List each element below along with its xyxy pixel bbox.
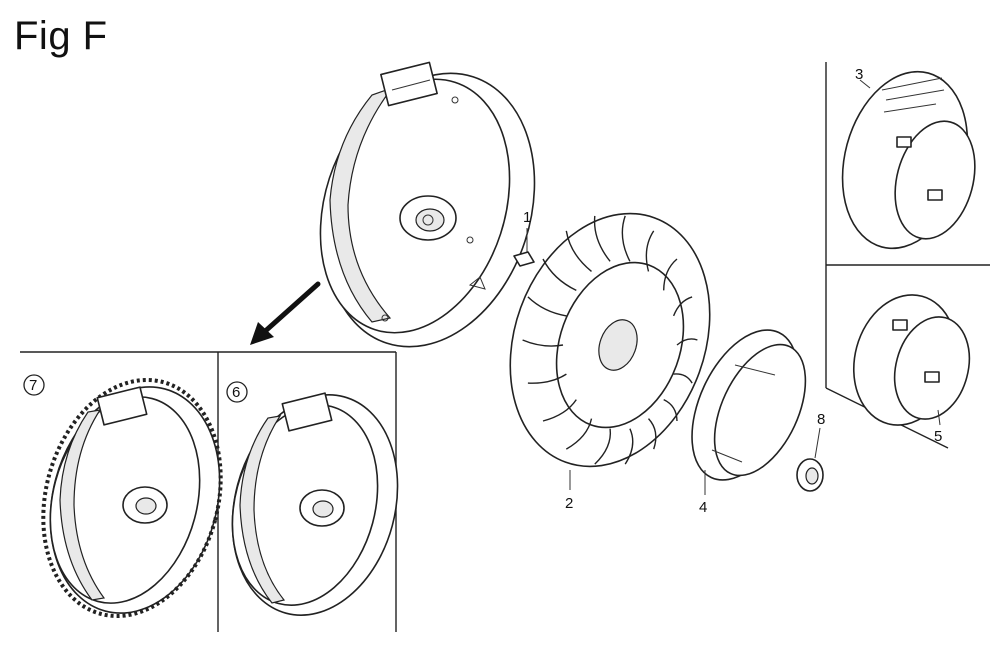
callout-7-badge: 7: [23, 374, 45, 396]
fan-blade: [663, 398, 678, 422]
fan-blade: [542, 258, 577, 292]
callout-2: 2: [565, 495, 573, 512]
fan-blade: [593, 215, 611, 262]
callout-5: 5: [934, 428, 942, 445]
direction-arrow: [250, 281, 321, 345]
starter-cup: [852, 294, 971, 426]
fan-blade: [565, 230, 592, 272]
fan-blade: [624, 428, 634, 465]
callout-1: 1: [523, 209, 531, 226]
flywheel-main: [319, 61, 536, 348]
callout-6: 6: [232, 384, 240, 401]
fan-blade: [527, 296, 567, 317]
flywheel-with-ring-gear: [41, 377, 223, 619]
fan-blade: [676, 338, 698, 346]
woodruff-key: [513, 228, 535, 267]
fan-blade: [673, 373, 693, 384]
flywheel-alt: [231, 392, 399, 616]
fan-blade: [565, 418, 593, 450]
figure-title: Fig F: [14, 14, 108, 58]
callout-8: 8: [817, 411, 825, 428]
cooling-fan: [509, 212, 711, 490]
fan-blade: [594, 428, 612, 465]
fan-blade: [527, 373, 567, 384]
fan-blade: [621, 215, 631, 262]
fan-blade: [663, 258, 678, 291]
flywheel-nut: [796, 427, 824, 492]
fan-blade: [647, 418, 657, 450]
callout-4: 4: [699, 499, 707, 516]
fan-blade: [522, 339, 564, 347]
callout-6-badge: 6: [226, 381, 248, 403]
fan-blade: [672, 296, 693, 317]
callout-7: 7: [29, 377, 37, 394]
starter-cup-with-screen: [841, 70, 976, 250]
callout-3: 3: [855, 66, 863, 83]
fan-blade: [645, 230, 655, 272]
starter-pulley: [691, 329, 807, 495]
fan-blade: [542, 399, 577, 422]
